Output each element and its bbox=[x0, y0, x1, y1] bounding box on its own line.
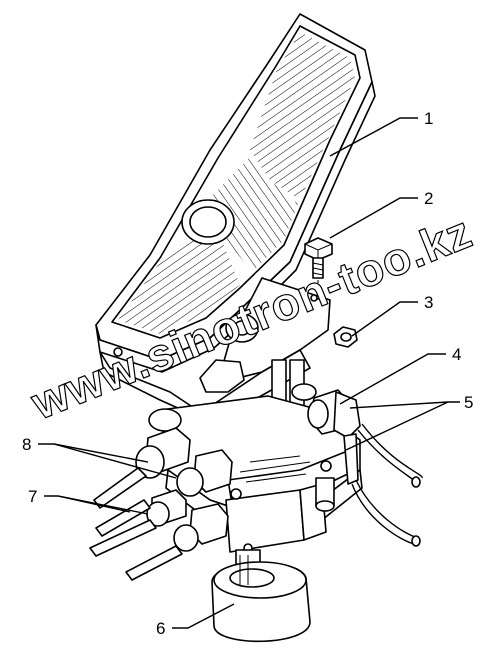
bolt bbox=[304, 237, 333, 300]
pedal-pad bbox=[95, 13, 376, 373]
callout-7: 7 bbox=[28, 487, 37, 506]
callout-5: 5 bbox=[464, 393, 473, 412]
callout-4: 4 bbox=[452, 345, 461, 364]
port-fittings-left bbox=[89, 427, 233, 581]
pedal-bracket bbox=[99, 277, 331, 421]
callout-8: 8 bbox=[22, 435, 31, 454]
nut bbox=[333, 326, 358, 348]
port-fittings-right bbox=[307, 389, 423, 547]
callout-3: 3 bbox=[424, 293, 433, 312]
callout-1: 1 bbox=[424, 109, 433, 128]
callout-2: 2 bbox=[424, 189, 433, 208]
leader-lines bbox=[38, 117, 460, 629]
bottom-cap bbox=[211, 549, 311, 643]
callout-6: 6 bbox=[156, 619, 165, 638]
